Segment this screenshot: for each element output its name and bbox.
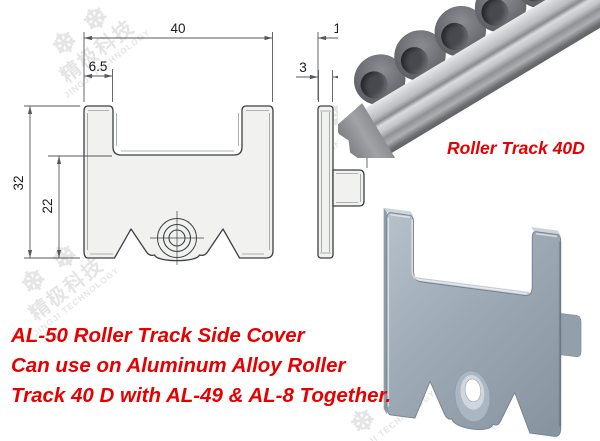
description-line: Track 40 D with AL-49 & AL-8 Together.: [11, 384, 392, 407]
product-description: AL-50 Roller Track Side Cover Can use on…: [11, 321, 391, 411]
part-3d-side-tab: [561, 313, 581, 357]
front-view-outline: [83, 105, 274, 262]
dim-front-flange: 6.5: [89, 59, 108, 74]
part-3d-left-face: [383, 207, 387, 415]
side-view-drawing: [317, 105, 365, 259]
side-view-edge-lines: [320, 110, 361, 254]
dim-front-width: 40: [170, 21, 185, 36]
product-photo: Roller Track 40D: [338, 0, 600, 158]
part-3d-top-face: [530, 227, 561, 235]
dim-front-height: 32: [11, 175, 26, 190]
part-3d-render: [383, 207, 581, 441]
center-lines: [150, 211, 204, 265]
side-view-plate: [317, 105, 334, 259]
dim-front-inner-height: 22: [40, 198, 55, 213]
part-3d-body: [387, 212, 561, 440]
part-3d-edge-highlight: [388, 214, 557, 428]
side-view-tab: [332, 169, 365, 207]
front-view-edge-lines: [87, 110, 270, 255]
part-3d-hole: [465, 378, 481, 403]
description-line: AL-50 Roller Track Side Cover: [11, 324, 305, 347]
roller-track-rail-group: [338, 0, 600, 158]
part-3d-top-face: [383, 207, 414, 216]
photo-caption: Roller Track 40D: [447, 138, 585, 158]
dim-side-thickness: 3: [299, 60, 307, 75]
front-view-drawing: [83, 105, 274, 265]
description-line: Can use on Aluminum Alloy Roller: [11, 354, 346, 377]
